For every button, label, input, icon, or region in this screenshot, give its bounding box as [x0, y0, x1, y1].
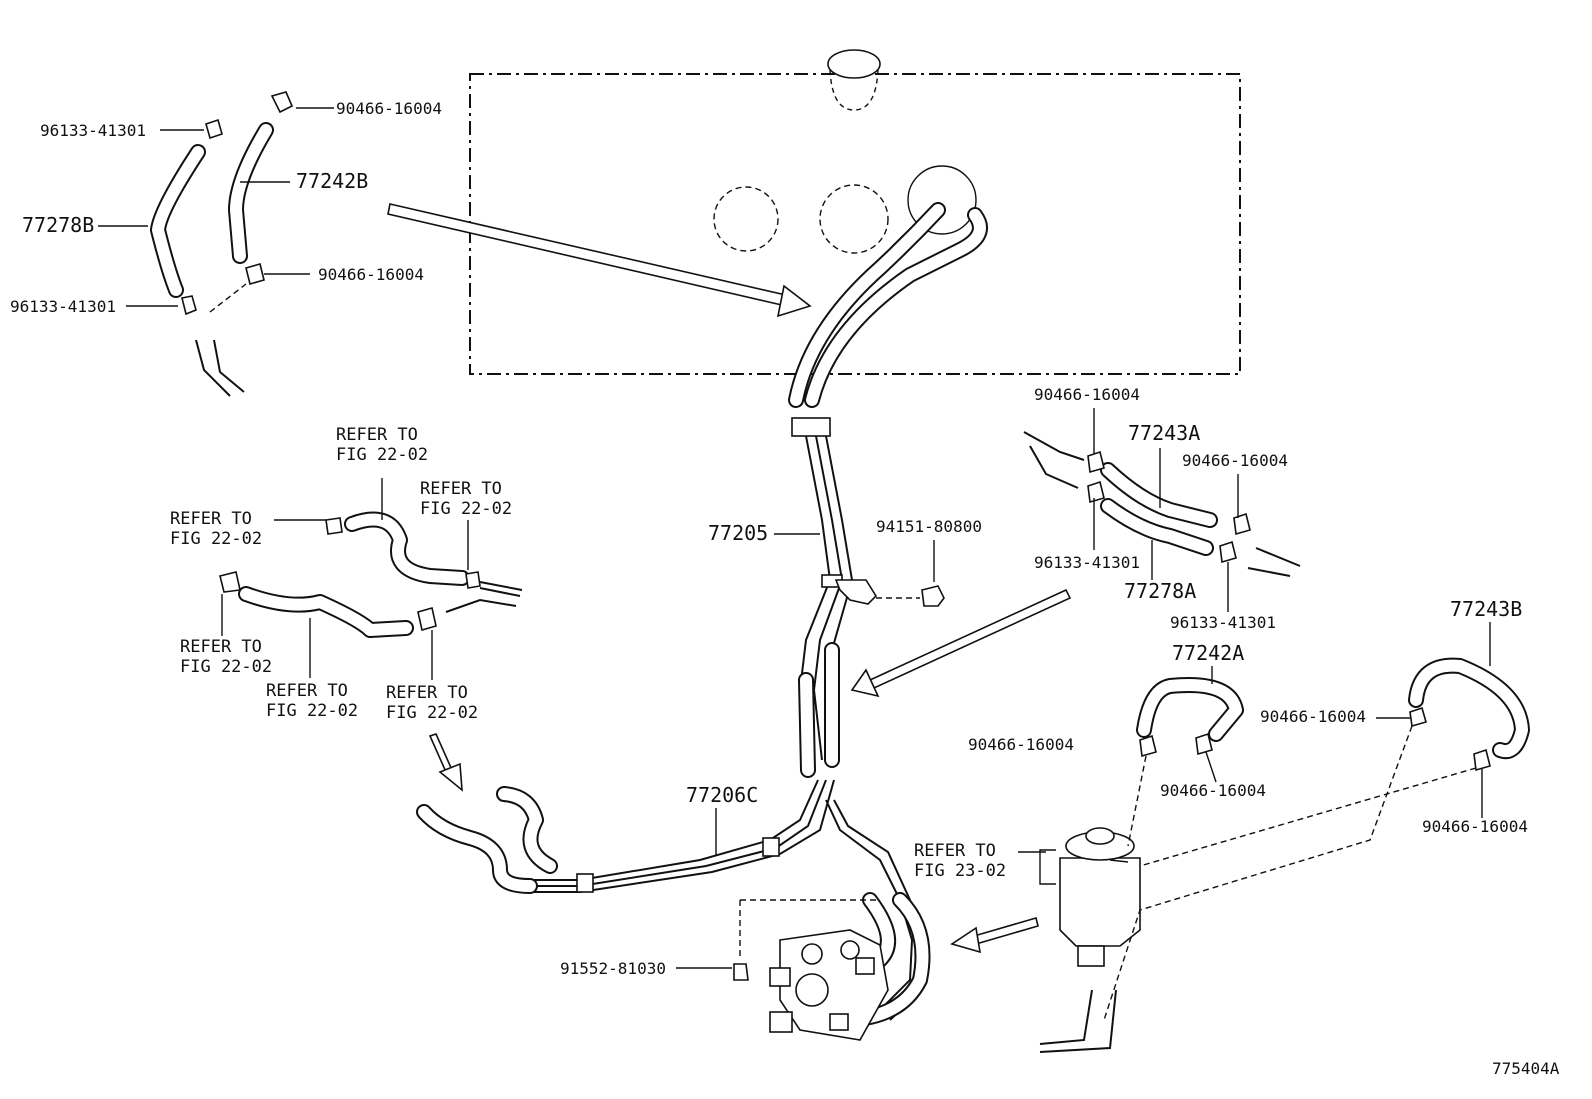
- label-96133-right-low: 96133-41301: [1170, 613, 1276, 632]
- label-96133-top: 96133-41301: [40, 121, 146, 140]
- clamp-96133-right-mid: [1087, 480, 1105, 504]
- hose-group-left: [219, 511, 523, 638]
- label-90466-right-2: 90466-16004: [1182, 451, 1288, 470]
- figure-id: 775404A: [1492, 1059, 1560, 1078]
- label-90466-below-77242A: 90466-16004: [1160, 781, 1266, 800]
- fuel-tube-bundle: [530, 202, 988, 1028]
- tube-right-end-a: [1255, 547, 1301, 567]
- refer-4-line2: FIG 22-02: [180, 657, 272, 677]
- refer-5-line2: FIG 22-02: [266, 701, 358, 721]
- dash-link-b: [1139, 767, 1477, 867]
- hose-77243A: [1100, 462, 1218, 528]
- hose-77243B: [1408, 657, 1530, 759]
- refer-7-line1: REFER TO: [914, 841, 996, 861]
- refer-2-line1: REFER TO: [420, 479, 502, 499]
- tube-end-left-b: [213, 339, 245, 393]
- label-94151: 94151-80800: [876, 517, 982, 536]
- label-90466-mid-left: 90466-16004: [318, 265, 424, 284]
- hose-77242B: [228, 122, 274, 264]
- clamp-90466-mid: [245, 263, 265, 285]
- arrow-to-pump: [950, 917, 1039, 954]
- tube-end-left-a: [195, 339, 231, 397]
- clamp-90466-right-3: [1409, 706, 1427, 728]
- refer-1-line2: FIG 22-02: [336, 445, 428, 465]
- bracket-94151: [834, 579, 945, 607]
- clamp-96133-bottom: [181, 295, 197, 316]
- tank-opening-center: [819, 184, 889, 254]
- label-77242A: 77242A: [1172, 641, 1244, 665]
- label-77242B: 77242B: [296, 169, 368, 193]
- label-90466-far-right: 90466-16004: [1422, 817, 1528, 836]
- label-77206C: 77206C: [686, 783, 758, 807]
- tank-opening-left: [713, 186, 779, 252]
- refer-7-line2: FIG 23-02: [914, 861, 1006, 881]
- label-90466-right-top: 90466-16004: [1034, 385, 1140, 404]
- clamp-90466-far-right: [1473, 748, 1491, 772]
- label-96133-right-mid: 96133-41301: [1034, 553, 1140, 572]
- clamp-90466-below-77242A: [1195, 732, 1213, 756]
- refer-3-line1: REFER TO: [170, 509, 252, 529]
- refer-4-line1: REFER TO: [180, 637, 262, 657]
- tube-right-top-b: [1029, 445, 1079, 489]
- hose-77242A: [1136, 677, 1244, 742]
- refer-3-line2: FIG 22-02: [170, 529, 262, 549]
- hose-77278A: [1100, 498, 1214, 556]
- dash-link-c: [1103, 725, 1413, 1021]
- charcoal-canister: [1039, 827, 1141, 967]
- clamp-96133-right-low: [1219, 540, 1237, 564]
- label-90466-center-right: 90466-16004: [968, 735, 1074, 754]
- clamp-90466-center-right: [1139, 734, 1157, 758]
- clamp-90466-right-top: [1087, 450, 1105, 474]
- label-77243A: 77243A: [1128, 421, 1200, 445]
- filler-cap: [827, 49, 881, 111]
- clamp-90466-right-2: [1233, 512, 1251, 536]
- vent-tube-a: [1039, 989, 1093, 1045]
- refer-2-line2: FIG 22-02: [420, 499, 512, 519]
- refer-6-line2: FIG 22-02: [386, 703, 478, 723]
- clamp-96133-top: [205, 118, 223, 140]
- label-77278A: 77278A: [1124, 579, 1196, 603]
- tube-right-top-a: [1023, 431, 1085, 461]
- clamp-90466-top: [270, 91, 294, 114]
- refer-6-line1: REFER TO: [386, 683, 468, 703]
- vent-tube-b: [1039, 989, 1117, 1053]
- arrow-to-tank: [387, 203, 812, 318]
- label-77278B: 77278B: [22, 213, 94, 237]
- arrow-down-left: [428, 733, 463, 792]
- refer-5-line1: REFER TO: [266, 681, 348, 701]
- hose-77278B: [150, 144, 206, 298]
- label-91552: 91552-81030: [560, 959, 666, 978]
- dash-link-left: [209, 283, 247, 313]
- label-96133-bottom-left: 96133-41301: [10, 297, 116, 316]
- dash-link-a: [1127, 755, 1147, 847]
- hose-77206C-left: [416, 786, 558, 894]
- leader-lines: [98, 107, 1491, 969]
- tank-opening-right: [907, 165, 977, 235]
- tube-right-end-b: [1247, 567, 1291, 577]
- refer-1-line1: REFER TO: [336, 425, 418, 445]
- label-90466-top: 90466-16004: [336, 99, 442, 118]
- label-90466-right-3: 90466-16004: [1260, 707, 1366, 726]
- arrow-to-bundle: [850, 588, 1072, 698]
- fuel-pump-body: [733, 899, 889, 1041]
- label-77205: 77205: [708, 521, 768, 545]
- label-77243B: 77243B: [1450, 597, 1522, 621]
